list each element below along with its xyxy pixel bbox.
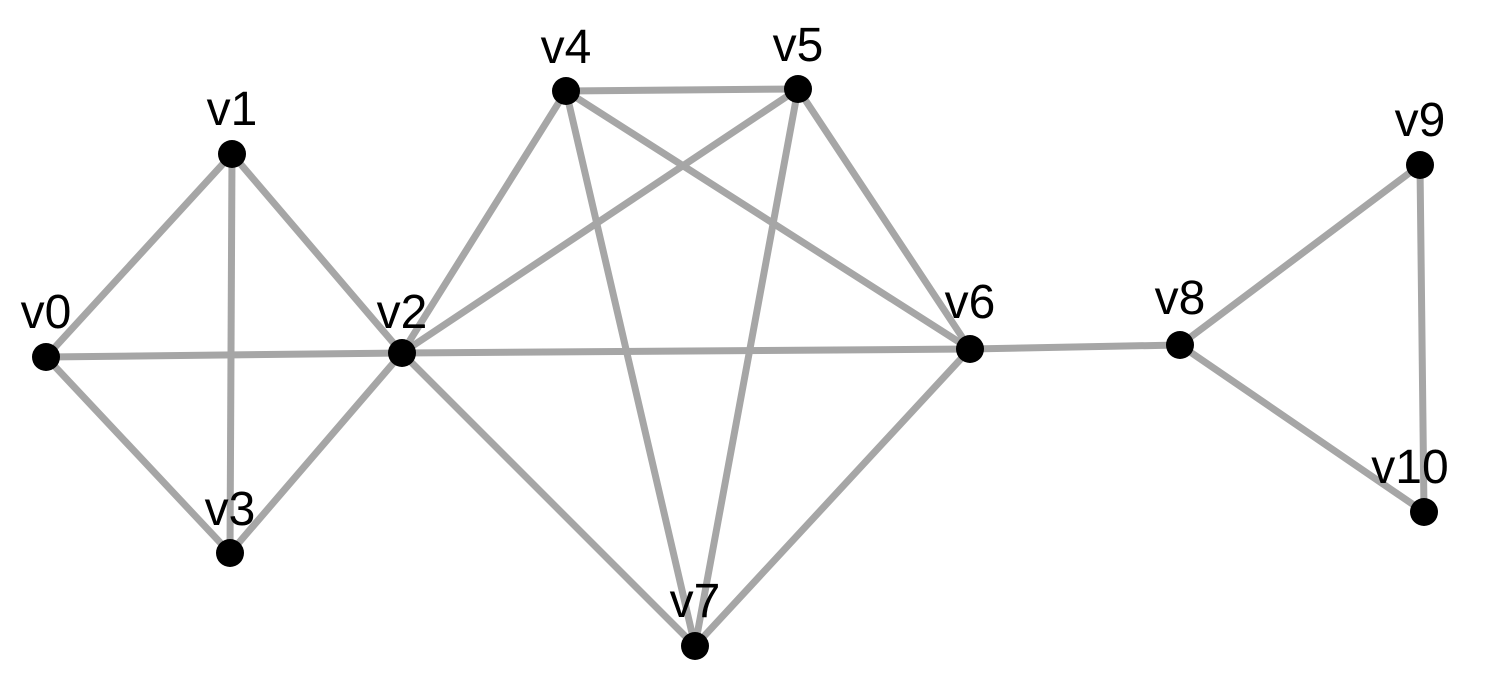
node-v7 (681, 632, 709, 660)
edge-v0-v2 (42, 349, 406, 361)
edge-v6-v7 (691, 345, 974, 650)
edge-v2-v5 (398, 85, 802, 357)
node-label-v10: v10 (1371, 441, 1448, 494)
edge-v5-v7 (691, 85, 802, 650)
edge-v1-v3 (226, 150, 236, 557)
edge-v4-v5 (562, 85, 802, 95)
edge-v5-v6 (794, 85, 974, 353)
edge-v0-v1 (42, 150, 236, 361)
node-v1 (218, 140, 246, 168)
node-v5 (784, 75, 812, 103)
edge-v2-v3 (226, 349, 406, 557)
node-v3 (216, 539, 244, 567)
node-v4 (552, 77, 580, 105)
nodes-layer (32, 75, 1438, 660)
edge-v4-v6 (562, 87, 974, 353)
node-label-v4: v4 (541, 21, 592, 74)
edge-v2-v4 (398, 87, 570, 357)
node-v10 (1410, 498, 1438, 526)
node-v8 (1166, 331, 1194, 359)
edge-v1-v2 (228, 150, 406, 357)
node-label-v9: v9 (1395, 94, 1446, 147)
edge-v0-v3 (42, 353, 234, 557)
node-label-v7: v7 (670, 575, 721, 628)
edges-layer (42, 85, 1428, 650)
edge-v8-v9 (1176, 161, 1424, 349)
node-label-v8: v8 (1155, 272, 1206, 325)
node-label-v3: v3 (205, 483, 256, 536)
node-label-v6: v6 (945, 276, 996, 329)
edge-v2-v6 (398, 345, 974, 357)
node-label-v5: v5 (773, 19, 824, 72)
node-label-v2: v2 (377, 286, 428, 339)
node-v0 (32, 343, 60, 371)
edge-v6-v8 (966, 341, 1184, 353)
edge-v8-v10 (1176, 341, 1428, 516)
node-label-v0: v0 (21, 286, 72, 339)
node-v2 (388, 339, 416, 367)
edge-v9-v10 (1416, 161, 1428, 516)
node-v6 (956, 335, 984, 363)
node-label-v1: v1 (207, 83, 258, 136)
edge-v2-v7 (398, 349, 699, 650)
edge-v4-v7 (562, 87, 699, 650)
labels-layer: v0 v1 v2 v3 v4 v5 v6 v7 v8 v9 v10 (21, 19, 1449, 628)
node-v9 (1406, 151, 1434, 179)
